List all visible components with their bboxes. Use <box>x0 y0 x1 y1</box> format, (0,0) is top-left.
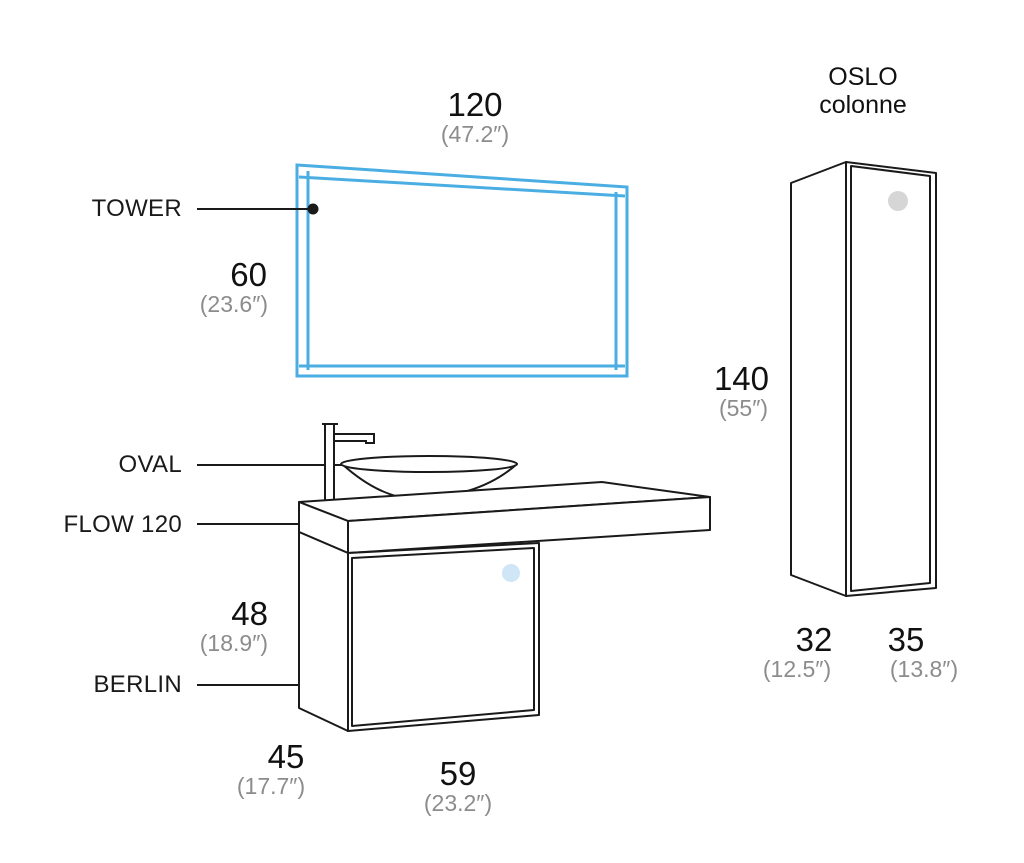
berlin-label: BERLIN <box>93 671 182 698</box>
column-width-inch: (13.8″) <box>889 656 959 682</box>
column-width-cm: 35 <box>887 621 925 658</box>
mirror-height-inch: (23.6″) <box>199 291 268 317</box>
tower-mirror <box>295 163 629 378</box>
cabinet-height-inch: (18.9″) <box>199 630 268 656</box>
flow-countertop <box>298 481 711 554</box>
mirror-width-inch: (47.2″) <box>440 121 510 147</box>
touch-button-light <box>502 564 520 582</box>
faucet <box>322 423 375 502</box>
cabinet-depth-cm: 45 <box>267 738 305 775</box>
cabinet-depth-inch: (17.7″) <box>236 773 306 799</box>
mirror-width-cm: 120 <box>447 86 503 123</box>
cabinet-width-cm: 59 <box>439 755 477 792</box>
oval-label: OVAL <box>118 451 182 478</box>
cabinet-height-cm: 48 <box>231 595 268 632</box>
column-height-inch: (55″) <box>718 395 768 421</box>
touch-button-grey <box>888 191 908 211</box>
tower-label: TOWER <box>91 195 182 222</box>
flow-label: FLOW 120 <box>63 511 182 538</box>
oval-washbasin <box>340 455 518 501</box>
berlin-cabinet <box>298 531 540 732</box>
cabinet-width-inch: (23.2″) <box>423 790 493 816</box>
column-depth-cm: 32 <box>795 621 833 658</box>
oslo-column <box>790 161 937 597</box>
oslo-subtitle: colonne <box>819 91 907 119</box>
column-height-cm: 140 <box>713 360 769 397</box>
oslo-title: OSLO <box>828 63 898 91</box>
mirror-height-cm: 60 <box>230 256 267 293</box>
column-depth-inch: (12.5″) <box>762 656 832 682</box>
